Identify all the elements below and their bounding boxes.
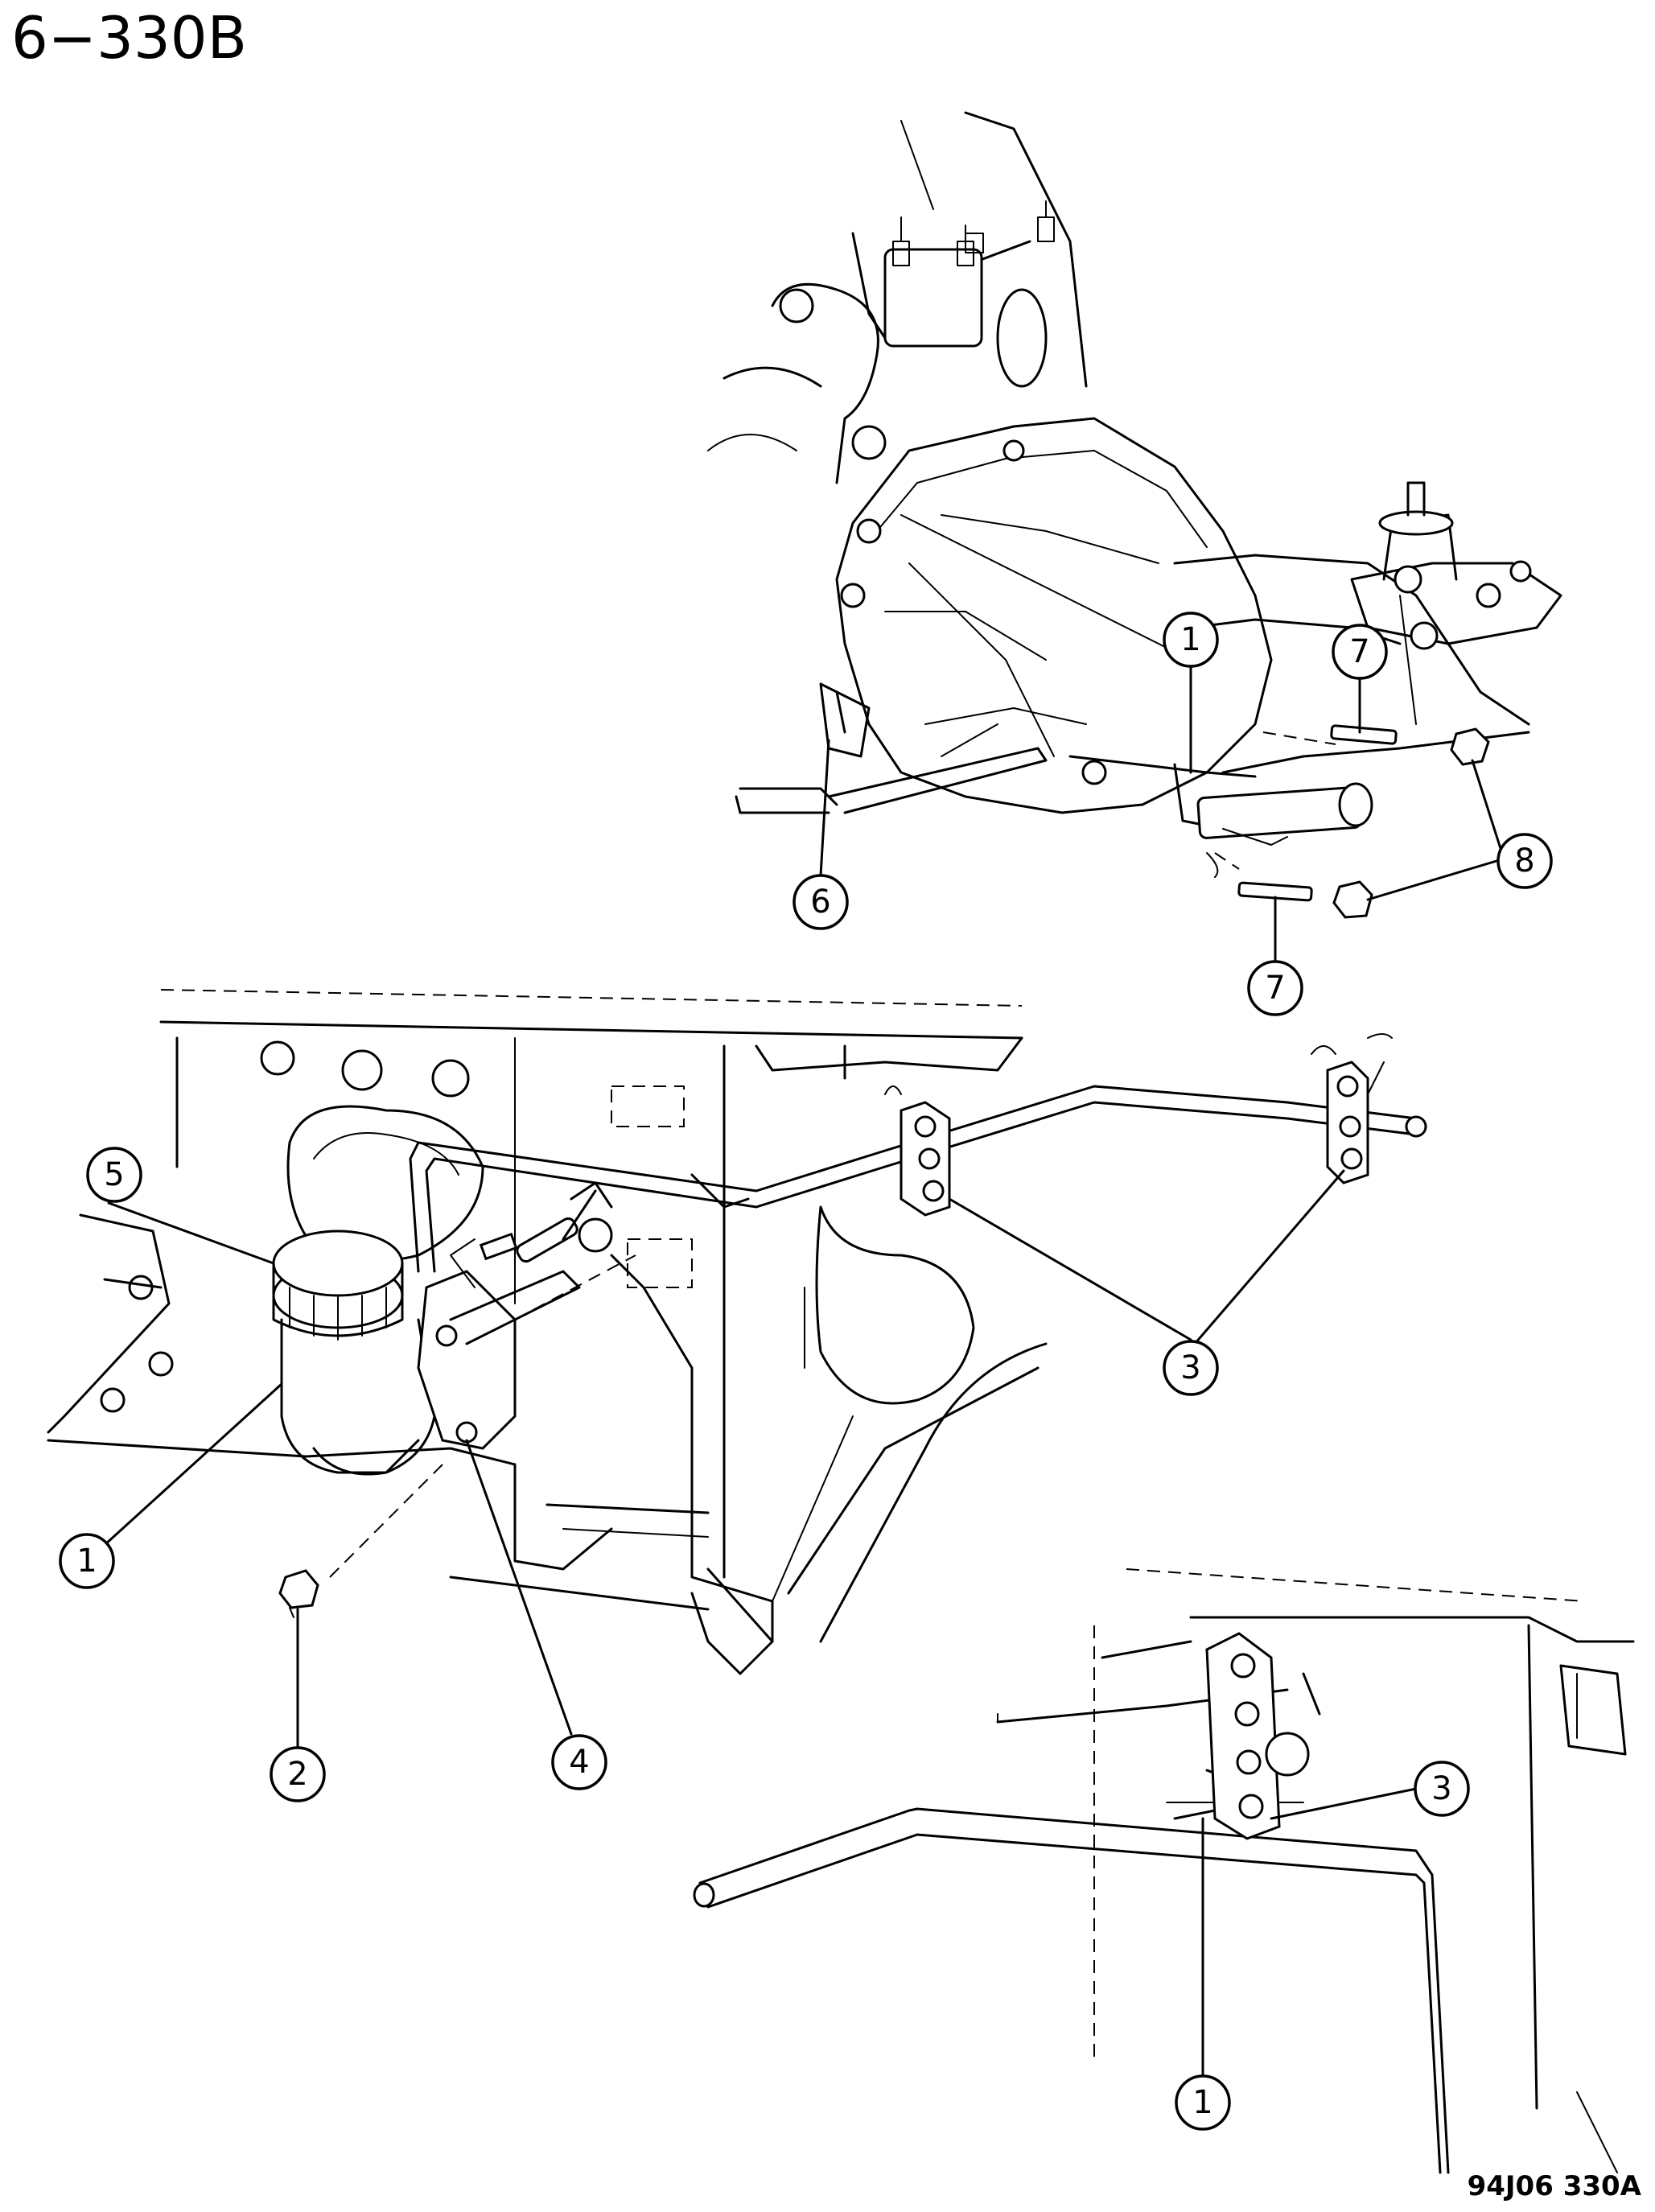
callout-8-nut: 8 [1496,833,1553,889]
svg-text:8: 8 [1514,842,1534,879]
svg-text:6: 6 [810,884,830,921]
tube-clips-illustration [884,1045,1369,1217]
callout-7-upper-stud: 7 [1332,624,1388,680]
callout-5-reservoir: 5 [86,1147,142,1203]
callout-1-hydraulic-line: 1 [1175,2074,1231,2131]
callout-6: 6 [793,874,849,930]
svg-text:5: 5 [104,1156,124,1193]
figure-code: 94J06 330A [1468,2170,1642,2202]
callout-4-gasket: 4 [551,1734,607,1790]
svg-text:1: 1 [1180,621,1200,658]
master-cylinder-illustration [272,1181,636,1618]
svg-text:1: 1 [76,1543,97,1580]
svg-text:2: 2 [287,1756,307,1793]
transmission-assembly-illustration [707,111,1562,814]
callout-3-clips: 3 [1163,1340,1219,1396]
hydraulic-line-illustration [409,1033,1427,1273]
callout-7-lower-stud: 7 [1247,960,1303,1016]
svg-text:3: 3 [1431,1770,1451,1807]
svg-text:7: 7 [1265,970,1285,1007]
firewall-area-illustration [693,1568,1635,2174]
slave-cylinder-illustration [1068,755,1373,846]
engine-block-illustration [47,989,1048,1675]
svg-text:4: 4 [569,1744,589,1781]
callout-3-clip: 3 [1414,1761,1470,1817]
svg-text:3: 3 [1180,1349,1200,1386]
leader-lines [103,665,1506,2078]
svg-text:7: 7 [1349,633,1369,670]
callout-1-master-cylinder: 1 [59,1533,115,1589]
callout-2-nut: 2 [270,1746,326,1802]
page-code: 6−330B [11,4,247,72]
callout-1-slave-cylinder: 1 [1163,612,1219,668]
svg-text:1: 1 [1192,2084,1212,2121]
